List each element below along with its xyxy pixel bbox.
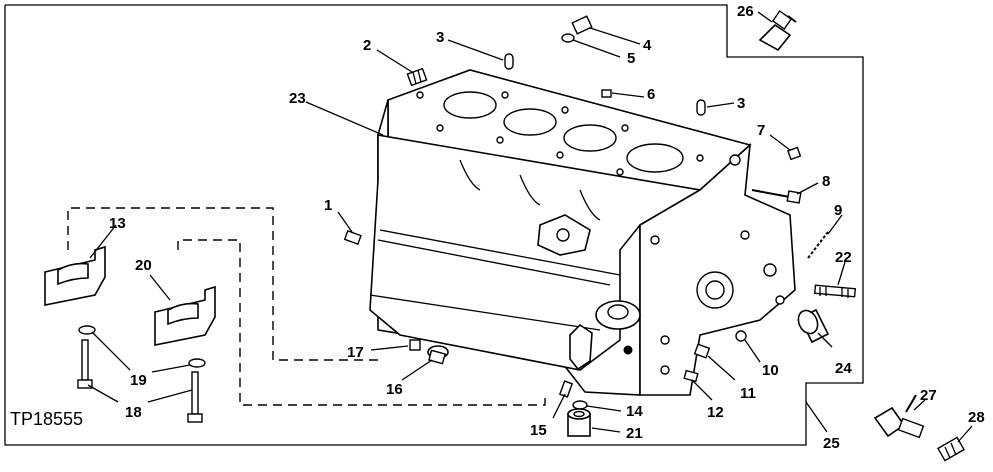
callout-27: 27 [920, 387, 937, 404]
plug-1 [343, 229, 362, 245]
fitting-27 [873, 394, 925, 439]
bushing-24 [797, 308, 830, 344]
plug-28 [937, 436, 965, 462]
dowel-pin-3a [504, 53, 514, 70]
callout-17: 17 [347, 344, 364, 361]
cap-screw-18b [187, 371, 203, 423]
callout-28: 28 [968, 409, 985, 426]
callout-26: 26 [737, 3, 754, 20]
pin-9 [807, 231, 829, 259]
callout-20: 20 [135, 257, 152, 274]
callout-2: 2 [363, 37, 371, 54]
plug-7 [787, 146, 802, 161]
callout-10: 10 [762, 362, 779, 379]
main-bearing-cap-13 [44, 245, 106, 306]
callout-24: 24 [835, 360, 852, 377]
figure-id: TP18555 [10, 409, 83, 429]
plug-4-with-washer-5 [561, 15, 593, 43]
callout-25: 25 [823, 435, 840, 452]
plug-2 [406, 67, 428, 87]
callout-4: 4 [643, 37, 652, 54]
thrust-bearing-cap-20 [154, 285, 216, 346]
callout-14: 14 [626, 403, 643, 420]
stud-8 [751, 189, 802, 204]
callout-6: 6 [647, 86, 655, 103]
plug-16 [427, 345, 449, 365]
plug-10 [735, 330, 747, 342]
kit-boundary [4, 4, 864, 446]
cap-screw-18a [77, 339, 93, 389]
callout-7: 7 [757, 122, 765, 139]
stud-22 [813, 284, 857, 298]
callout-3-right: 3 [737, 95, 745, 112]
callout-16: 16 [386, 381, 403, 398]
cylinder-block [369, 69, 796, 396]
pin-15 [558, 380, 574, 398]
callout-13: 13 [109, 215, 126, 232]
washer-19b [188, 358, 206, 368]
plug-12 [683, 369, 699, 383]
callout-9: 9 [834, 202, 842, 219]
washer-19a [78, 325, 96, 335]
plug-17 [409, 339, 421, 351]
washer-14 [572, 400, 588, 410]
leader-lines [87, 11, 973, 443]
callout-18: 18 [125, 404, 142, 421]
callout-11: 11 [740, 385, 756, 402]
sensor-26 [758, 10, 797, 52]
callout-21: 21 [626, 425, 643, 442]
plug-11 [693, 343, 711, 359]
callout-1: 1 [324, 197, 332, 214]
callout-19: 19 [130, 372, 147, 389]
thrust-bearing-group-outline [177, 239, 546, 406]
callout-5: 5 [627, 50, 635, 67]
callout-23: 23 [289, 90, 306, 107]
bushing-21 [567, 408, 591, 437]
callout-3-top: 3 [436, 29, 444, 46]
callout-22: 22 [835, 249, 852, 266]
plug-6 [601, 89, 612, 98]
dowel-pin-3b [696, 99, 706, 116]
callout-15: 15 [530, 422, 547, 439]
callout-8: 8 [822, 173, 830, 190]
callout-12: 12 [707, 404, 724, 421]
main-bearing-group-outline [67, 207, 382, 361]
